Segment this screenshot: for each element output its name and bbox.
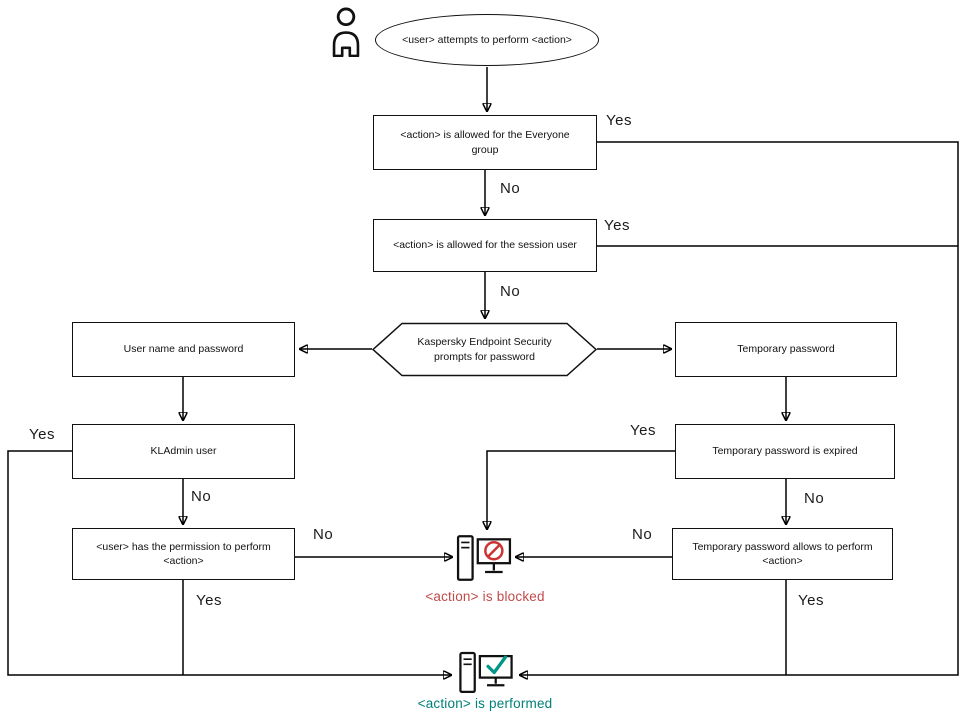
edge-label-kladmin-yes: Yes <box>29 426 55 443</box>
node-password-prompt: Kaspersky Endpoint Security prompts for … <box>372 322 597 377</box>
node-temporary-password: Temporary password <box>675 322 897 377</box>
node-session-user-label: <action> is allowed for the session user <box>393 239 577 252</box>
edge-label-session-yes: Yes <box>604 217 630 234</box>
edge-expired-yes-to-blocked <box>487 450 675 529</box>
node-temp-password-allows: Temporary password allows to perform <ac… <box>672 528 893 580</box>
edge-label-expired-yes: Yes <box>630 422 656 439</box>
node-start: <user> attempts to perform <action> <box>375 14 599 66</box>
edge-label-tempallows-yes: Yes <box>798 592 824 609</box>
edge-label-kladmin-no: No <box>191 488 212 505</box>
node-temporary-password-label: Temporary password <box>737 343 835 356</box>
node-password-prompt-label: Kaspersky Endpoint Security prompts for … <box>417 336 552 363</box>
edge-label-everyone-no: No <box>500 180 521 197</box>
performed-outcome-label: <action> is performed <box>417 696 553 711</box>
node-kladmin-user: KLAdmin user <box>72 424 295 479</box>
edge-everyone-yes-to-performed <box>520 141 959 675</box>
edge-kladmin-yes-to-performed <box>7 450 451 675</box>
user-icon <box>328 7 364 58</box>
node-everyone-group: <action> is allowed for the Everyone gro… <box>373 115 597 170</box>
edge-label-expired-no: No <box>804 490 825 507</box>
hexagon-shape <box>372 322 597 377</box>
node-temp-password-expired: Temporary password is expired <box>675 424 895 479</box>
node-temp-password-expired-label: Temporary password is expired <box>712 445 858 458</box>
edge-label-tempallows-no: No <box>632 526 653 543</box>
node-temp-password-allows-label: Temporary password allows to perform <ac… <box>692 540 873 567</box>
node-username-password-label: User name and password <box>123 343 244 356</box>
edge-label-permission-no: No <box>313 526 334 543</box>
edge-label-session-no: No <box>500 283 521 300</box>
computer-blocked-icon <box>456 533 512 583</box>
node-start-label: <user> attempts to perform <action> <box>402 33 572 46</box>
node-user-permission: <user> has the permission to perform <ac… <box>72 528 295 580</box>
computer-check-icon <box>458 651 514 695</box>
node-session-user: <action> is allowed for the session user <box>373 219 597 272</box>
edge-label-everyone-yes: Yes <box>606 112 632 129</box>
edge-label-permission-yes: Yes <box>196 592 222 609</box>
node-user-permission-label: <user> has the permission to perform <ac… <box>96 540 271 567</box>
node-kladmin-user-label: KLAdmin user <box>150 445 217 458</box>
blocked-outcome-label: <action> is blocked <box>425 589 545 604</box>
node-everyone-group-label: <action> is allowed for the Everyone gro… <box>400 129 570 156</box>
node-username-password: User name and password <box>72 322 295 377</box>
